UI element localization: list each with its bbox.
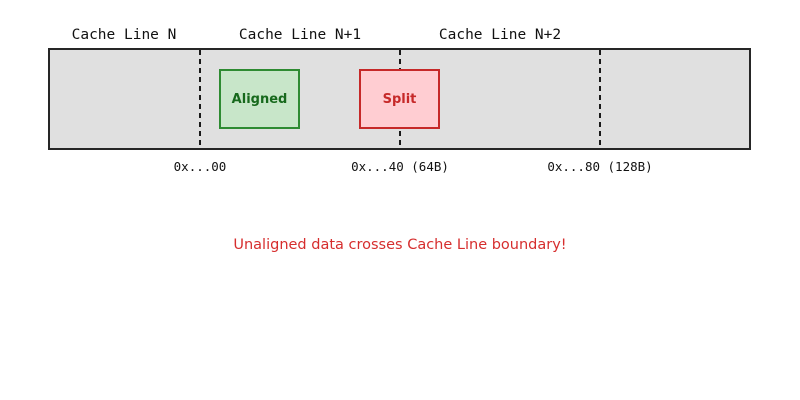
address-label-0x40: 0x...40 (64B): [351, 159, 449, 174]
aligned-data-block-label: Aligned: [231, 91, 288, 107]
split-data-block: Split: [359, 69, 440, 129]
split-data-block-label: Split: [382, 91, 417, 107]
cache-line-n1-label: Cache Line N+1: [238, 27, 362, 43]
address-label-0x80: 0x...80 (128B): [547, 159, 653, 174]
warning-caption: Unaligned data crosses Cache Line bounda…: [233, 237, 567, 253]
cache-line-n2-label: Cache Line N+2: [438, 27, 562, 43]
cache-line-n-label: Cache Line N: [71, 27, 177, 43]
address-label-0x00: 0x...00: [173, 159, 227, 174]
cache-boundary-line-1: [199, 50, 201, 148]
aligned-data-block: Aligned: [219, 69, 300, 129]
cache-boundary-line-3: [599, 50, 601, 148]
